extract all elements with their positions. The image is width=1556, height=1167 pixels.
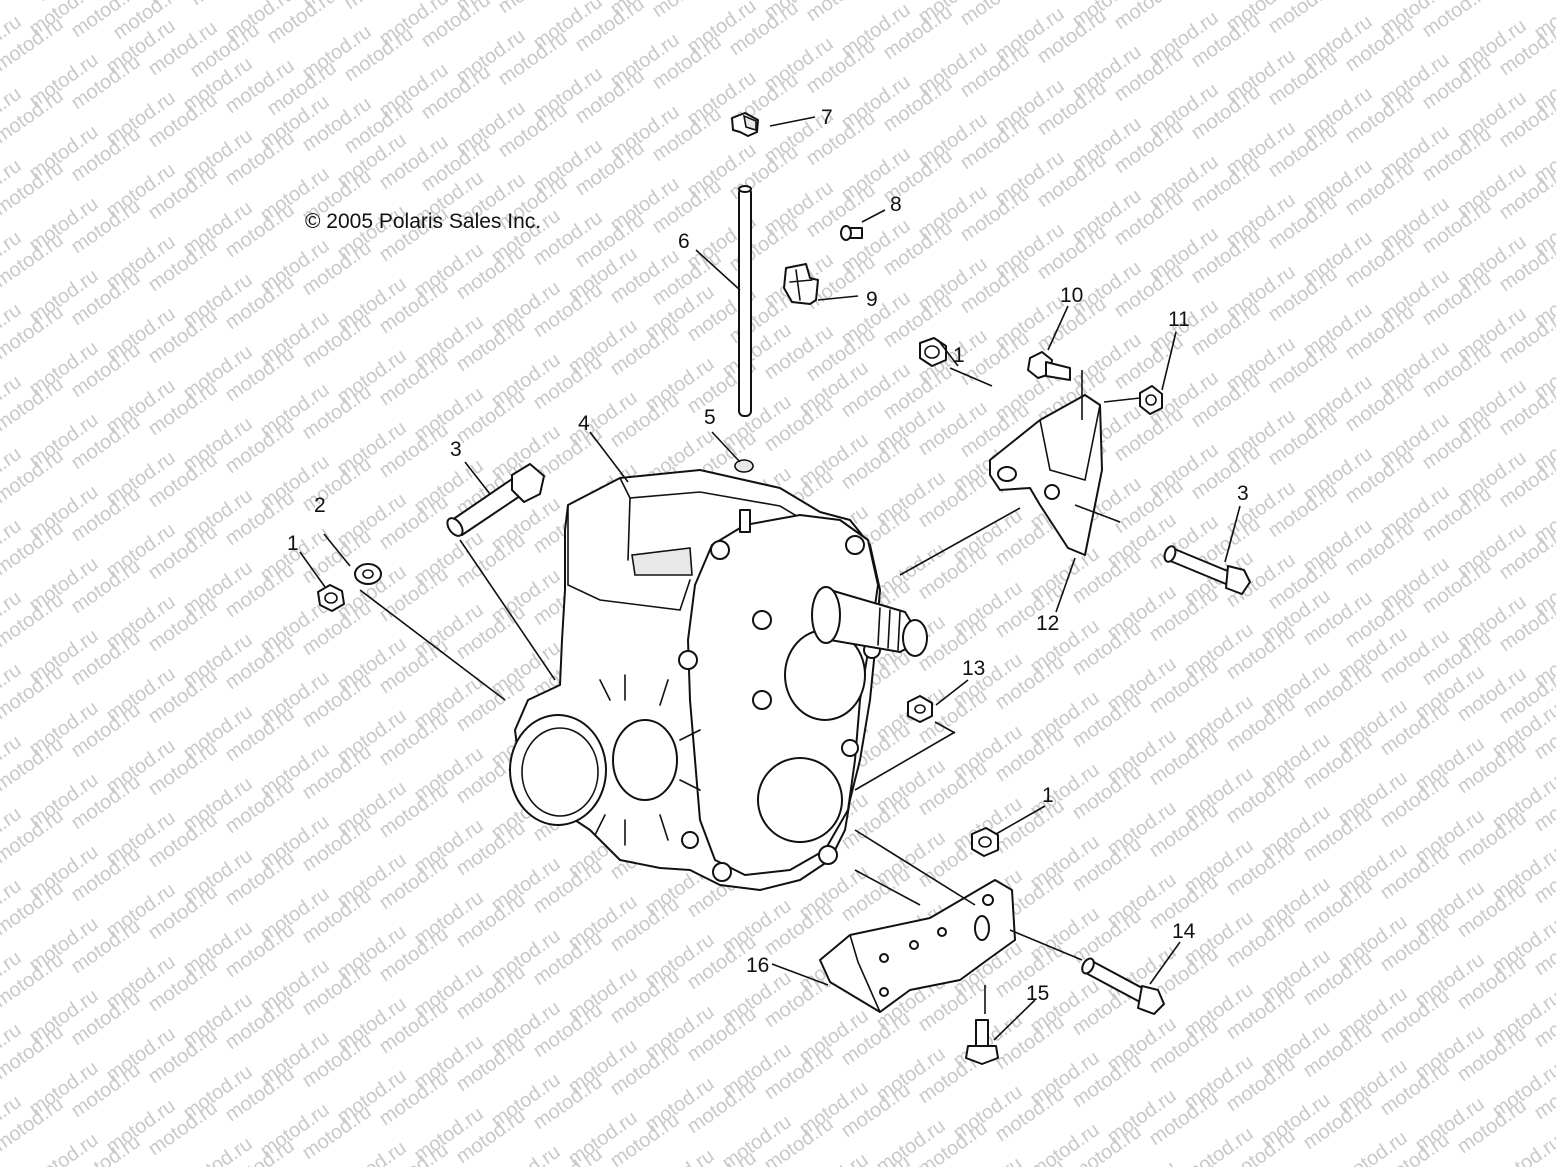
- callout-1-left: 1: [287, 532, 299, 555]
- nut-13: [907, 695, 933, 723]
- vent-tube: [738, 185, 752, 417]
- copyright-text: © 2005 Polaris Sales Inc.: [305, 210, 541, 233]
- small-screw: [840, 225, 863, 241]
- watermark-text: motod.ru: [1488, 1131, 1556, 1167]
- bolt-10: [1027, 351, 1071, 381]
- plug: [734, 459, 754, 473]
- bolt-15: [965, 1019, 999, 1065]
- long-bolt-left: [446, 463, 545, 537]
- callout-9: 9: [866, 288, 878, 311]
- nut-11: [1139, 385, 1163, 415]
- clip: [731, 112, 759, 137]
- callout-8: 8: [890, 193, 902, 216]
- callout-1-upper: 1: [953, 344, 965, 367]
- callout-numbers: 7 8 6 9 10 11 1 5 4 3 2 1 3 12 13 1 14 1…: [287, 106, 1249, 1005]
- transmission-housing: [509, 469, 928, 891]
- callout-16: 16: [746, 954, 769, 977]
- washer: [354, 563, 382, 585]
- watermark-text: motod.ru: [1110, 0, 1187, 34]
- callout-5: 5: [704, 406, 716, 429]
- watermark-text: motod.ru: [179, 1133, 256, 1167]
- callout-6: 6: [678, 230, 690, 253]
- callout-15: 15: [1026, 982, 1049, 1005]
- flange-nut-lower: [971, 827, 999, 857]
- flange-nut-left: [317, 584, 345, 612]
- callout-3-left: 3: [450, 438, 462, 461]
- long-bolt-right: [1163, 545, 1251, 595]
- watermark-text: motod.ru: [333, 1137, 410, 1167]
- upper-bracket: [989, 394, 1103, 556]
- callout-3-right: 3: [1237, 482, 1249, 505]
- callout-7: 7: [821, 106, 833, 129]
- callout-13: 13: [962, 657, 985, 680]
- callout-1-lower: 1: [1042, 784, 1054, 807]
- bracket-clip: [783, 263, 819, 305]
- leader-lines: [299, 116, 1241, 1041]
- bolt-14: [1081, 957, 1165, 1015]
- flange-nut-upper: [919, 337, 947, 367]
- callout-10: 10: [1060, 284, 1083, 307]
- callout-14: 14: [1172, 920, 1196, 943]
- watermark-text: motod.ru: [487, 1141, 564, 1167]
- callout-11: 11: [1168, 308, 1190, 331]
- callout-12: 12: [1036, 612, 1059, 635]
- callout-2: 2: [314, 494, 326, 517]
- lower-bracket: [819, 879, 1016, 1013]
- callout-4: 4: [578, 412, 590, 435]
